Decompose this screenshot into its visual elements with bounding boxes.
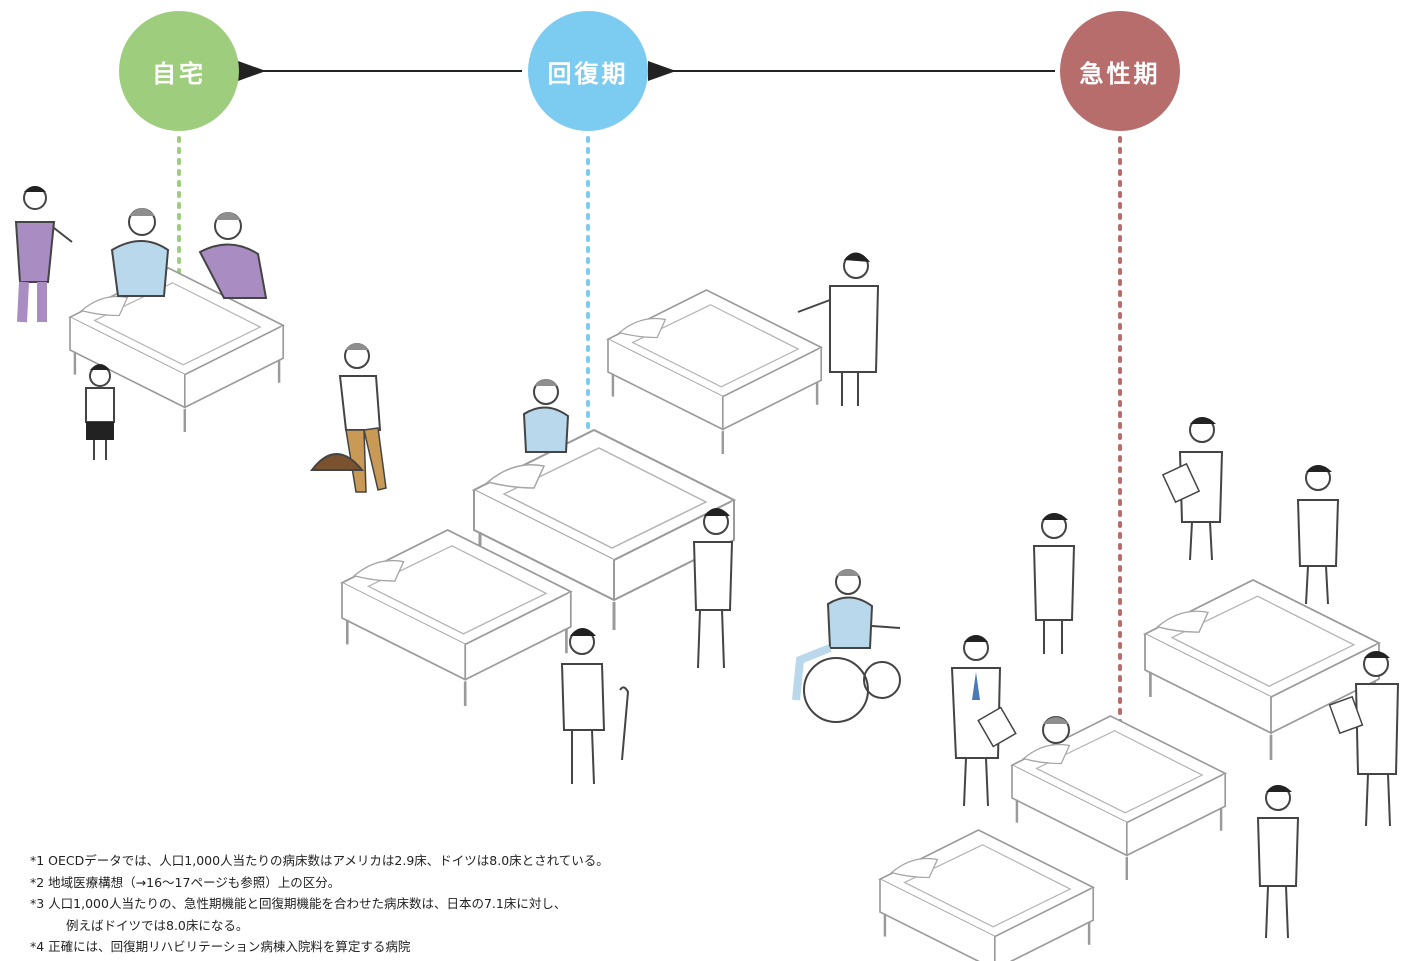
family-at-bedside-icon bbox=[14, 186, 285, 460]
footnote-4: *4 正確には、回復期リハビリテーション病棟入院料を算定する病院 bbox=[30, 939, 411, 954]
stage-acute: 急性期 bbox=[1060, 11, 1180, 131]
stage-recovery-label: 回復期 bbox=[547, 59, 629, 88]
stage-recovery: 回復期 bbox=[528, 11, 648, 131]
acute-ward-icon bbox=[878, 417, 1400, 961]
wheelchair-patient-icon bbox=[792, 569, 901, 723]
footnote-2: *2 地域医療構想（→16〜17ページも参照）上の区分。 bbox=[30, 874, 341, 890]
stage-acute-label: 急性期 bbox=[1079, 59, 1161, 88]
visitor-with-bag-icon bbox=[309, 343, 387, 493]
stage-home-label: 自宅 bbox=[152, 59, 206, 88]
footnote-1: *1 OECDデータでは、人口1,000人当たりの病床数はアメリカは2.9床、ド… bbox=[30, 853, 609, 868]
stage-home: 自宅 bbox=[119, 11, 239, 131]
footnote-3-continued: 例えばドイツでは8.0床になる。 bbox=[66, 917, 249, 933]
footnote-3: *3 人口1,000人当たりの、急性期機能と回復期機能を合わせた病床数は、日本の… bbox=[30, 896, 567, 911]
recovery-ward-icon bbox=[340, 252, 880, 785]
footnotes: *1 OECDデータでは、人口1,000人当たりの病床数はアメリカは2.9床、ド… bbox=[30, 850, 850, 958]
